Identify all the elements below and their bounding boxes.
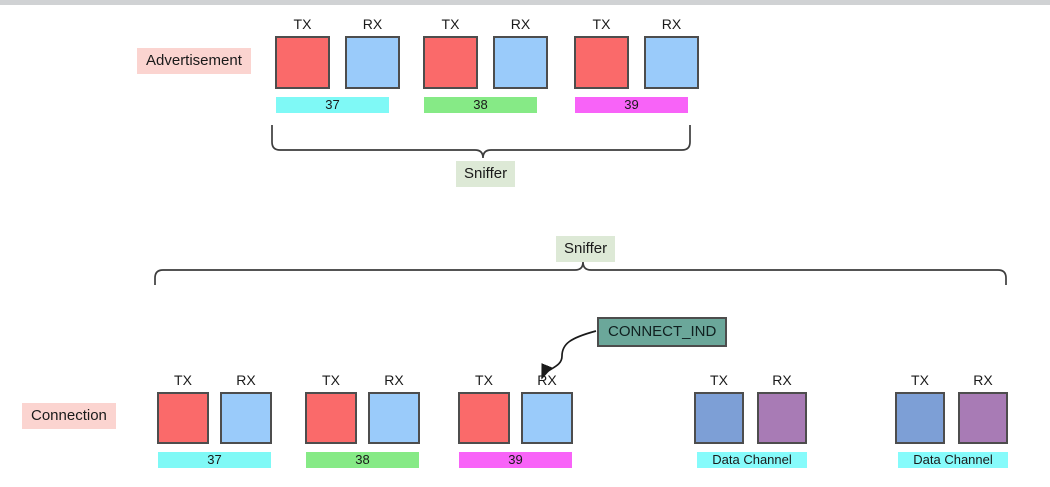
channel-bar-39: 39 xyxy=(459,452,572,468)
tx-slot-data-2 xyxy=(895,392,945,444)
row-label-advertisement: Advertisement xyxy=(137,48,251,75)
row-label-connection: Connection xyxy=(22,403,116,430)
rx-slot-adv-38 xyxy=(493,36,548,89)
top-strip xyxy=(0,0,1050,5)
brace-connection xyxy=(154,261,1007,285)
rx-slot-conn-39 xyxy=(521,392,573,444)
rx-slot-data-1 xyxy=(757,392,807,444)
sniffer-label-connection: Sniffer xyxy=(556,236,616,263)
brace-advertisement xyxy=(271,125,691,159)
rx-slot-adv-37 xyxy=(345,36,400,89)
tx-slot-data-1 xyxy=(694,392,744,444)
slot-caption-rx: RX xyxy=(661,16,682,32)
slot-caption-rx: RX xyxy=(537,372,557,388)
channel-bar-38: 38 xyxy=(424,97,537,113)
tx-slot-conn-39 xyxy=(458,392,510,444)
slot-caption-rx: RX xyxy=(384,372,404,388)
slot-caption-tx: TX xyxy=(911,372,929,388)
slot-caption-tx: TX xyxy=(475,372,493,388)
slot-caption-tx: TX xyxy=(174,372,192,388)
channel-bar-37: 37 xyxy=(158,452,271,468)
rx-slot-data-2 xyxy=(958,392,1008,444)
tx-slot-adv-39 xyxy=(574,36,629,89)
rx-slot-adv-39 xyxy=(644,36,699,89)
slot-caption-rx: RX xyxy=(772,372,792,388)
slot-caption-tx: TX xyxy=(710,372,728,388)
rx-slot-conn-37 xyxy=(220,392,272,444)
channel-bar-38: 38 xyxy=(306,452,419,468)
tx-slot-adv-38 xyxy=(423,36,478,89)
slot-caption-rx: RX xyxy=(362,16,383,32)
channel-bar-39: 39 xyxy=(575,97,688,113)
channel-bar-data-2: Data Channel xyxy=(898,452,1008,468)
rx-slot-conn-38 xyxy=(368,392,420,444)
sniffer-label-advertisement: Sniffer xyxy=(456,161,516,188)
tx-slot-conn-37 xyxy=(157,392,209,444)
slot-caption-rx: RX xyxy=(510,16,531,32)
channel-bar-37: 37 xyxy=(276,97,389,113)
tx-slot-adv-37 xyxy=(275,36,330,89)
slot-caption-tx: TX xyxy=(293,16,312,32)
slot-caption-tx: TX xyxy=(441,16,460,32)
slot-caption-rx: RX xyxy=(973,372,993,388)
tx-slot-conn-38 xyxy=(305,392,357,444)
connect-ind-packet-box: CONNECT_IND xyxy=(597,317,728,348)
channel-bar-data-1: Data Channel xyxy=(697,452,807,468)
slot-caption-rx: RX xyxy=(236,372,256,388)
slot-caption-tx: TX xyxy=(592,16,611,32)
connect-ind-arrow xyxy=(541,330,597,380)
slot-caption-tx: TX xyxy=(322,372,340,388)
